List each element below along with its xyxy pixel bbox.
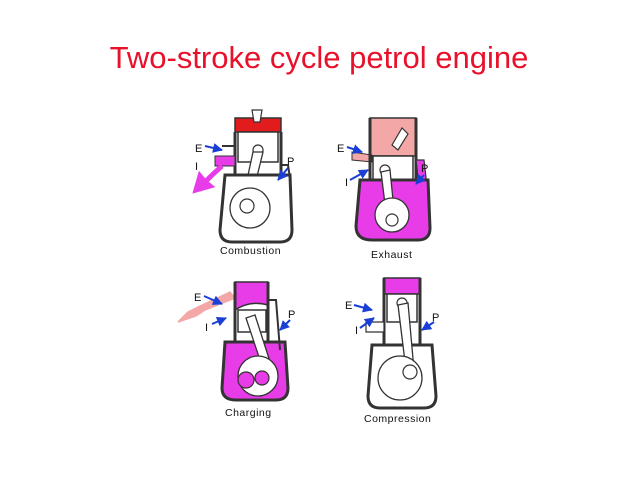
label-exhaust: E (194, 292, 201, 304)
stage-combustion: E I P Combustion (192, 109, 294, 257)
stage-exhaust: E I P Exhaust (337, 117, 432, 261)
piston (372, 155, 414, 181)
stage-compression: E I P Compression (345, 277, 439, 425)
cylinder-wall (233, 132, 283, 175)
transfer-passage (268, 299, 281, 351)
label-inlet: I (195, 161, 198, 173)
inlet-stub (365, 321, 385, 333)
label-exhaust: E (195, 143, 202, 155)
stage-charging: E I P Charging (177, 281, 295, 419)
cylinder-wall (368, 118, 418, 180)
scavenging-charge (234, 281, 269, 312)
label-exhaust: E (337, 143, 344, 155)
compressed-charge (383, 277, 421, 295)
label-exhaust: E (345, 300, 352, 312)
label-inlet: I (355, 325, 358, 337)
label-transfer: P (288, 309, 295, 321)
exhaust-arrow-icon (391, 127, 409, 151)
transfer-port (281, 164, 291, 179)
caption-exhaust: Exhaust (371, 249, 412, 261)
caption-charging: Charging (225, 407, 272, 419)
slide-title: Two-stroke cycle petrol engine (109, 40, 529, 75)
inlet-arrow-icon (192, 164, 224, 194)
label-transfer: P (287, 156, 294, 168)
label-transfer: P (421, 163, 428, 175)
cylinder-wall (233, 282, 270, 342)
crank-disc (377, 355, 423, 401)
inlet-charge (214, 155, 236, 167)
spark-plug-icon (251, 109, 263, 123)
cylinder-wall (382, 278, 422, 345)
label-inlet: I (205, 322, 208, 334)
caption-combustion: Combustion (220, 245, 281, 257)
exhaust-outflow (351, 151, 373, 163)
exhaust-gas (369, 117, 417, 157)
caption-compression: Compression (364, 413, 431, 425)
label-inlet: I (345, 177, 348, 189)
label-transfer: P (432, 312, 439, 324)
